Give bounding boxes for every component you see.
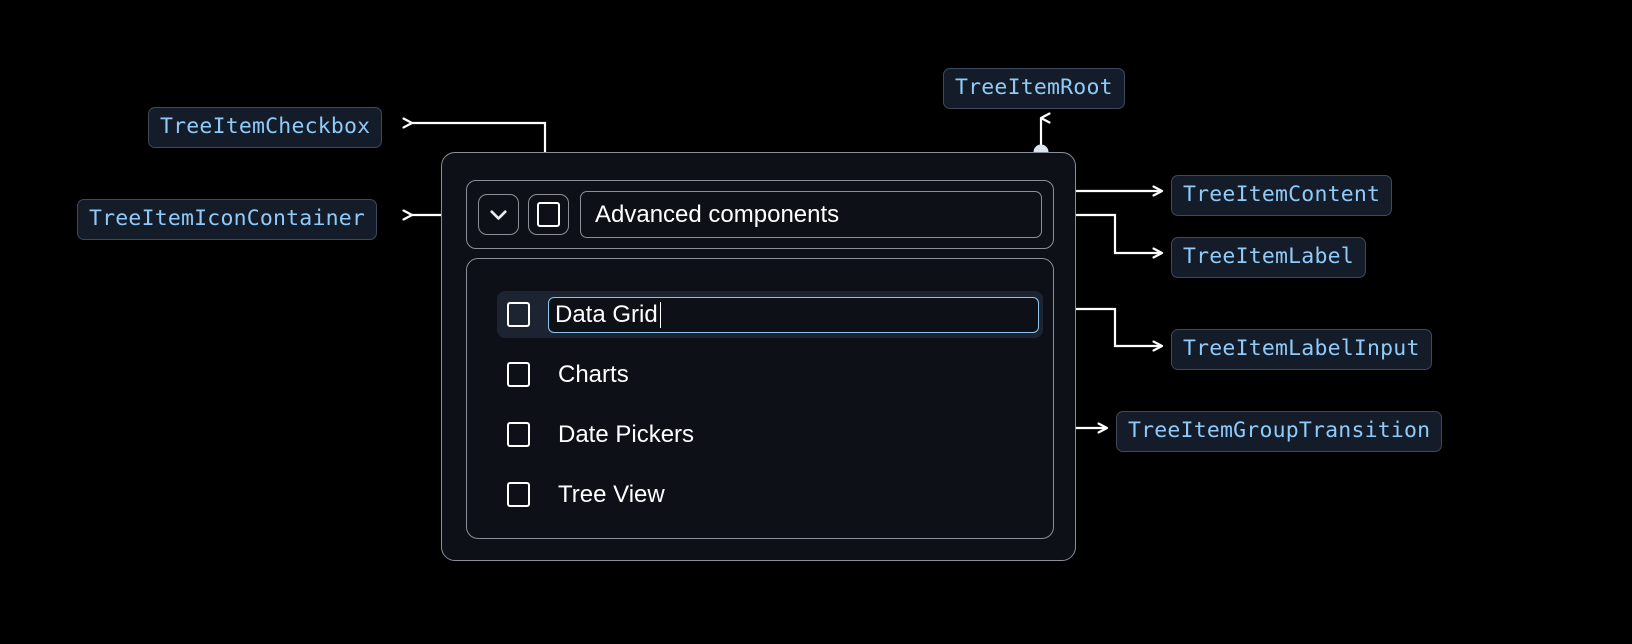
tree-row[interactable]: Data Grid: [497, 291, 1043, 338]
annotation-badge-tree-item-group-transition: TreeItemGroupTransition: [1116, 411, 1443, 452]
chevron-down-icon: [485, 201, 512, 228]
tree-item-label-text: Charts: [558, 360, 629, 388]
tree-item-label-text: Tree View: [558, 480, 665, 508]
checkbox-unchecked-icon: [537, 202, 560, 227]
tree-item-label-text: Advanced components: [595, 200, 840, 228]
tree-item-label-text: Date Pickers: [558, 420, 695, 448]
annotation-badge-tree-item-checkbox: TreeItemCheckbox: [148, 107, 383, 148]
text-caret: [659, 301, 662, 328]
annotation-badge-tree-item-content: TreeItemContent: [1171, 175, 1393, 216]
tree-item-root[interactable]: Advanced components Data Grid Charts Dat…: [441, 152, 1076, 561]
tree-row[interactable]: Date Pickers: [497, 411, 1043, 458]
tree-item-checkbox[interactable]: [528, 194, 569, 235]
tree-item-icon-container[interactable]: [478, 194, 519, 235]
checkbox-unchecked-icon[interactable]: [507, 422, 530, 447]
tree-row[interactable]: Tree View: [497, 471, 1043, 518]
checkbox-unchecked-icon[interactable]: [507, 362, 530, 387]
tree-item-group-transition: Data Grid Charts Date Pickers Tree View: [466, 258, 1054, 539]
tree-row[interactable]: Charts: [497, 351, 1043, 398]
annotation-badge-tree-item-icon-container: TreeItemIconContainer: [77, 199, 378, 240]
tree-item-label-input-value: Data Grid: [555, 300, 658, 328]
checkbox-unchecked-icon[interactable]: [507, 482, 530, 507]
annotation-badge-tree-item-label: TreeItemLabel: [1171, 237, 1366, 278]
tree-item-content[interactable]: Advanced components: [466, 180, 1054, 249]
annotation-badge-tree-item-root: TreeItemRoot: [943, 68, 1125, 109]
tree-item-label[interactable]: Advanced components: [580, 191, 1042, 238]
annotation-badge-tree-item-label-input: TreeItemLabelInput: [1171, 329, 1432, 370]
tree-item-label-input[interactable]: Data Grid: [548, 296, 1039, 333]
checkbox-unchecked-icon[interactable]: [507, 302, 530, 327]
